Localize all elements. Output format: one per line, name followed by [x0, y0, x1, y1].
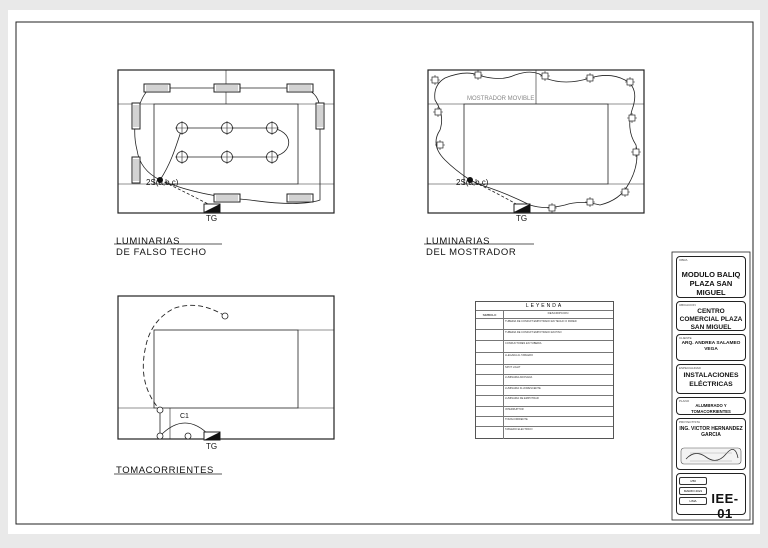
room-label-mostrador: MOSTRADOR MOVIBLE	[467, 96, 535, 102]
legend-title: LEYENDA	[525, 303, 564, 309]
title-block-engineer: PROYECTISTA ING. VICTOR HERNANDEZ GARCIA	[676, 418, 746, 470]
circuit-label-1: 2S(a,b,c)	[146, 178, 179, 187]
circuit-label-3: C1	[180, 413, 189, 420]
plan-mostrador	[427, 69, 645, 214]
legend-row: TOMACORRIENTE	[476, 416, 613, 427]
plan-tomacorrientes-panel	[114, 431, 222, 475]
legend-col-symbol: SIMBOLO	[476, 311, 504, 319]
legend-row: CONDUCTORES EN TUBERIA	[476, 340, 613, 353]
plan-falso-techo	[117, 69, 335, 214]
circuit-label-2: 2S(a,b,c)	[456, 178, 489, 187]
plan-title-falso-techo-2: DE FALSO TECHO	[116, 247, 207, 258]
engineer-name: ING. VICTOR HERNANDEZ GARCIA	[679, 426, 743, 438]
title-block-client: CLIENTE ARQ. ANDREA SALAMEO VEGA	[676, 334, 746, 361]
legend-table: LEYENDA SIMBOLO DESCRIPCION TUBERIA DE C…	[475, 301, 614, 439]
legend-row: TABLERO ELECTRICO	[476, 426, 613, 439]
legend-row: LUMINARIA DE EMPOTRAR	[476, 395, 613, 407]
legend-header-row: SIMBOLO DESCRIPCION	[476, 310, 613, 319]
panel-label-3: TG	[206, 442, 218, 451]
plan-tomacorrientes	[117, 295, 335, 440]
engineer-seal	[680, 447, 742, 465]
plan-title-mostrador-1: LUMINARIAS	[426, 236, 491, 247]
title-block-location: UBICACION CENTRO COMERCIAL PLAZA SAN MIG…	[676, 301, 746, 331]
legend-row: TUBERIA DE CONDUIT EMPOTRADO EN TECHO O …	[476, 318, 613, 330]
legend-row: INTERRUPTOR	[476, 406, 613, 417]
title-block-sheet: 1/50 MARZO 2021 LIMA IEE-01	[676, 473, 746, 521]
plan-title-falso-techo-1: LUMINARIAS	[116, 236, 181, 247]
legend-row: LUMINARIA ADOSADA	[476, 374, 613, 386]
specialty-name: INSTALACIONES ELÉCTRICAS	[683, 372, 739, 388]
panel-label-2: TG	[516, 214, 528, 223]
panel-label-1: TG	[206, 214, 218, 223]
location-name: CENTRO COMERCIAL PLAZA SAN MIGUEL	[679, 308, 743, 331]
plan-title-mostrador-2: DEL MOSTRADOR	[426, 247, 517, 258]
title-block-project: OBRA MODULO BALIQ PLAZA SAN MIGUEL	[676, 256, 746, 298]
legend-col-description: DESCRIPCION	[547, 311, 569, 315]
legend-row: LUMINARIA FLUORESCENTE	[476, 385, 613, 396]
sheet-number: IEE-01	[711, 491, 739, 521]
legend-row: TUBERIA DE CONDUIT EMPOTRADO EN PISO	[476, 329, 613, 341]
title-block-specialty: ESPECIALIDAD INSTALACIONES ELÉCTRICAS	[676, 364, 746, 394]
plan-falso-techo-fixtures	[114, 83, 325, 245]
plan-mostrador-fixtures	[424, 69, 642, 245]
title-block-plan: PLANO ALUMBRADO Y TOMACORRIENTES	[676, 397, 746, 415]
plan-name: ALUMBRADO Y TOMACORRIENTES	[691, 403, 731, 414]
legend-row: LLEGADA AL TABLERO	[476, 352, 613, 365]
legend-row: SPOT LIGHT	[476, 364, 613, 375]
plan-title-tomacorrientes: TOMACORRIENTES	[116, 465, 214, 476]
switch-icon	[157, 177, 163, 183]
client-name: ARQ. ANDREA SALAMEO VEGA	[681, 341, 741, 352]
sheet-meta: 1/50 MARZO 2021 LIMA	[679, 477, 707, 513]
project-name: MODULO BALIQ PLAZA SAN MIGUEL	[681, 270, 741, 297]
